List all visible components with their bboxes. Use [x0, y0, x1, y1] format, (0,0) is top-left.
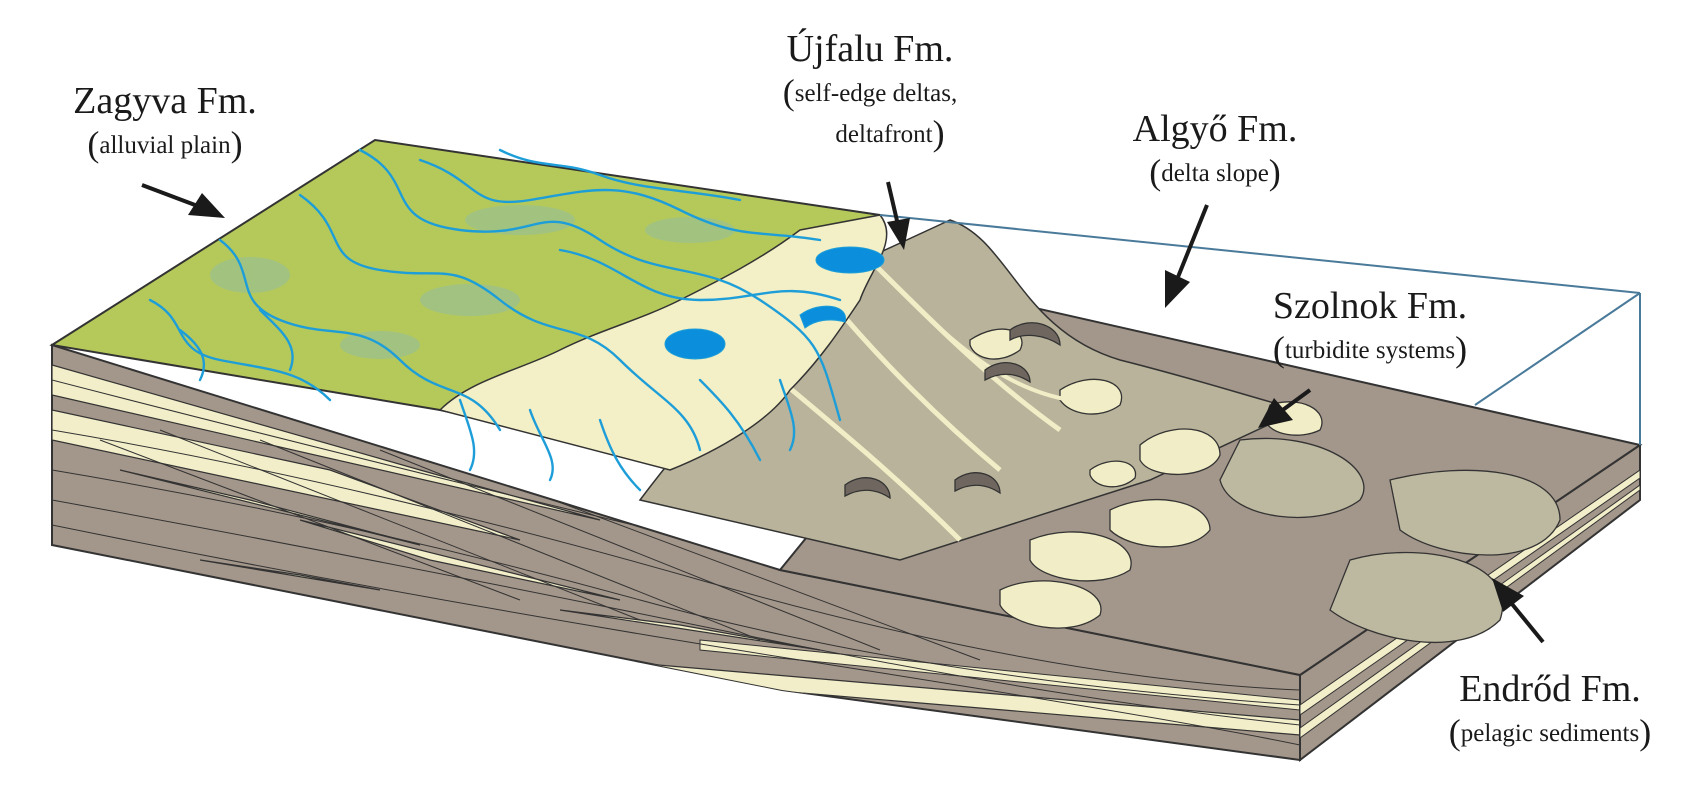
- front-strata: [52, 364, 1300, 746]
- turbidite-lobe: [1059, 378, 1123, 415]
- formation-description: (pelagic sediments): [1448, 711, 1652, 752]
- sand-wedge: [199, 559, 381, 591]
- sand-wedge: [119, 469, 421, 546]
- channel-levee: [1009, 322, 1061, 347]
- sand-wedge: [52, 364, 601, 521]
- lake: [664, 328, 726, 360]
- arrow-szolnok: [1258, 398, 1293, 428]
- formation-name: Újfalu Fm.: [786, 28, 954, 70]
- turbidite-lobe: [969, 328, 1023, 360]
- turbidite-channel: [828, 298, 1002, 472]
- formation-name: Algyő Fm.: [1132, 108, 1298, 150]
- channel-levee: [984, 362, 1031, 384]
- front-cross-section: [51, 343, 1301, 762]
- formation-name: Zagyva Fm.: [73, 80, 257, 122]
- turbidite-fan: [1329, 551, 1504, 644]
- lake: [815, 246, 885, 274]
- turbidite-lobe: [1139, 428, 1221, 476]
- arrow-zagyva: [188, 193, 225, 218]
- turbidite-channel: [908, 298, 1071, 402]
- label-zagyva: Zagyva Fm. (alluvial plain): [45, 80, 285, 165]
- formation-description: deltafront): [835, 113, 945, 154]
- lakes: [664, 246, 885, 360]
- turbidite-lobe: [999, 580, 1102, 629]
- turbidite-channel: [778, 378, 962, 542]
- formation-name: Endrőd Fm.: [1459, 668, 1641, 710]
- turbidite-systems: [778, 258, 1561, 644]
- label-algyo: Algyő Fm. (delta slope): [1110, 108, 1320, 193]
- delta-front: [438, 214, 888, 471]
- formation-description: (alluvial plain): [87, 123, 243, 164]
- arrow-algyo: [1165, 270, 1190, 308]
- lake: [799, 305, 846, 329]
- water-box: [879, 214, 1641, 445]
- channel-levee: [954, 472, 1001, 495]
- formation-description: (delta slope): [1149, 151, 1281, 192]
- turbidite-fan: [1219, 437, 1365, 518]
- formation-name: Szolnok Fm.: [1272, 285, 1468, 327]
- arrow-ujfalu: [887, 218, 910, 250]
- turbidite-lobe: [1089, 460, 1137, 488]
- label-endrod: Endrőd Fm. (pelagic sediments): [1420, 668, 1680, 753]
- formation-description: (turbidite systems): [1272, 328, 1468, 369]
- formation-description: (self-edge deltas,: [782, 71, 958, 112]
- sand-wedge: [559, 609, 821, 651]
- label-szolnok: Szolnok Fm. (turbidite systems): [1240, 285, 1500, 370]
- arrow-endrod: [1492, 578, 1524, 612]
- channel-levee: [844, 477, 891, 500]
- turbidite-fan: [1389, 469, 1561, 556]
- turbidite-lobe: [1029, 531, 1132, 582]
- turbidite-lobe: [1109, 498, 1211, 548]
- river-network: [148, 148, 842, 492]
- label-ujfalu: Újfalu Fm. (self-edge deltas, deltafront…: [745, 28, 995, 154]
- arrows: [141, 181, 1545, 644]
